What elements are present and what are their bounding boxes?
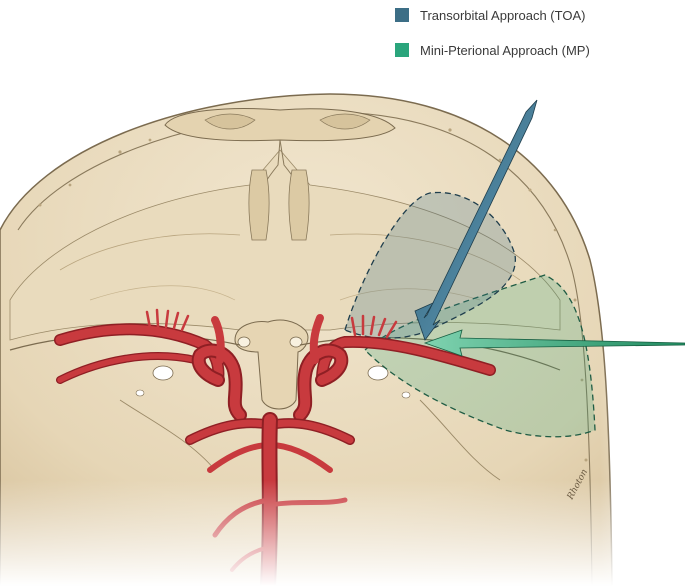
legend-item-mp: Mini-Pterional Approach (MP) <box>395 39 590 61</box>
legend-label-mp: Mini-Pterional Approach (MP) <box>420 42 590 58</box>
legend: Transorbital Approach (TOA) Mini-Pterion… <box>395 4 590 74</box>
sphenoid-sella <box>9 319 561 481</box>
green-square-swatch-icon <box>395 43 409 57</box>
blue-square-swatch-icon <box>395 8 409 22</box>
legend-label-toa: Transorbital Approach (TOA) <box>420 7 586 23</box>
mp-corridor <box>364 274 596 438</box>
toa-arrow <box>414 99 538 341</box>
optic-canal-right <box>367 365 389 381</box>
diploe-texture <box>38 116 588 462</box>
optic-canal-left <box>152 365 174 381</box>
anterior-cranial-fossa <box>9 149 561 341</box>
cribriform-plate <box>248 169 310 241</box>
mp-arrow <box>423 329 685 357</box>
frontal-sinus <box>164 108 396 201</box>
legend-item-toa: Transorbital Approach (TOA) <box>395 4 590 26</box>
